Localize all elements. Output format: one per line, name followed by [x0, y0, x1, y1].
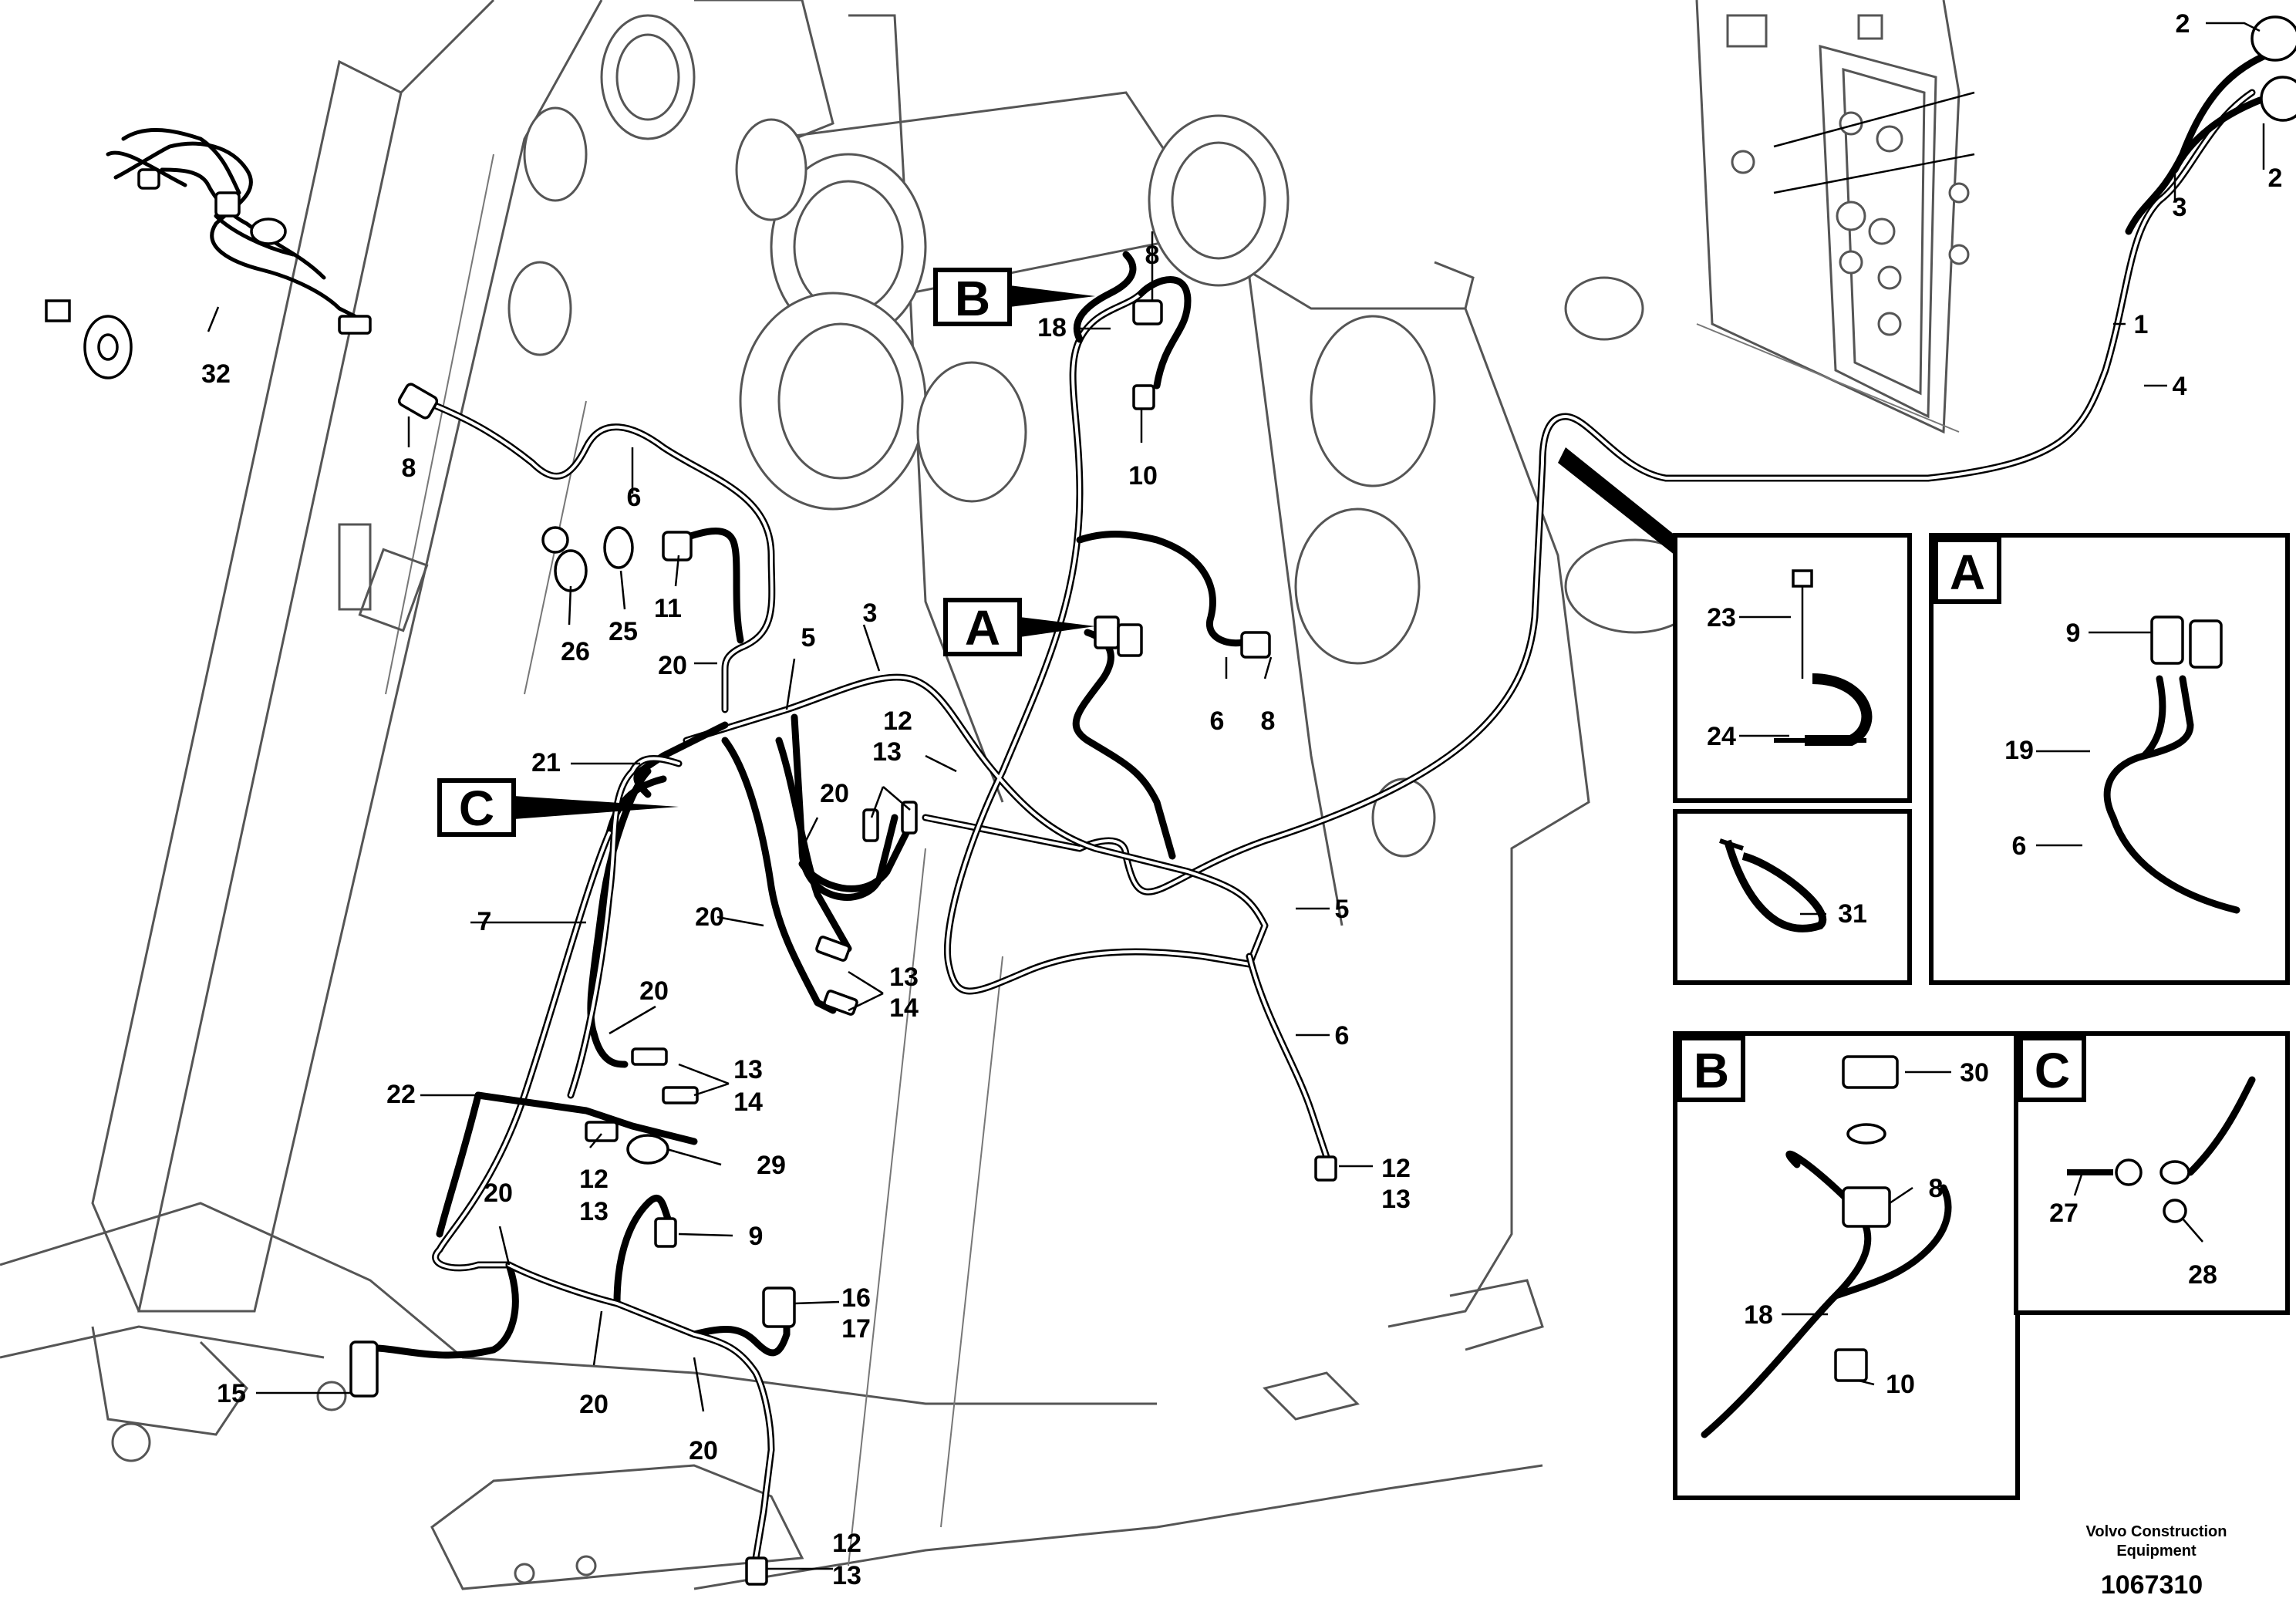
cab-panel-outline: [1695, 0, 1970, 434]
callout-12: 12: [832, 1529, 861, 1558]
detail-B-frame: [1673, 1031, 2020, 1500]
callout-20: 20: [579, 1390, 609, 1419]
view-label-A-detail: A: [1950, 545, 1985, 600]
brand-line-2: Equipment: [2116, 1543, 2197, 1560]
callout-20: 20: [820, 779, 849, 808]
view-label-B-main: B: [955, 271, 990, 326]
view-label-A-main: A: [965, 600, 1000, 656]
callout-29: 29: [757, 1151, 786, 1180]
callout-20: 20: [484, 1179, 513, 1208]
view-label-C-main: C: [459, 781, 494, 836]
callout-5: 5: [1335, 895, 1350, 924]
callout-2: 2: [2176, 9, 2190, 39]
callout-8: 8: [1145, 241, 1160, 270]
callout-21: 21: [531, 748, 561, 777]
callout-22: 22: [386, 1080, 416, 1109]
callout-8: 8: [402, 454, 416, 483]
drawing-number: 1067310: [2101, 1570, 2203, 1600]
detail-tie-frame: [1673, 809, 1912, 985]
detail-parts: [1701, 569, 2256, 1438]
callout-6: 6: [1335, 1021, 1350, 1050]
callout-2: 2: [2268, 164, 2283, 193]
callout-13: 13: [832, 1561, 861, 1590]
callout-28: 28: [2188, 1260, 2217, 1290]
callout-14: 14: [889, 993, 919, 1023]
callout-26: 26: [561, 637, 590, 666]
view-markers: B A C A B C: [437, 268, 2086, 1102]
callout-18: 18: [1744, 1300, 1773, 1330]
view-label-C-detail: C: [2035, 1043, 2070, 1098]
callout-20: 20: [639, 976, 669, 1006]
callout-24: 24: [1707, 722, 1736, 751]
callout-numbers: 32 8 6 26 25 11 20 5 3 12 13 21 20 7 20 …: [201, 9, 2282, 1590]
callout-5: 5: [801, 623, 816, 653]
callout-11: 11: [654, 594, 682, 623]
callout-14: 14: [733, 1088, 763, 1117]
callout-6: 6: [627, 483, 642, 512]
callout-12: 12: [1381, 1154, 1411, 1183]
callout-25: 25: [609, 617, 638, 646]
view-label-B-detail: B: [1694, 1043, 1729, 1098]
callout-12: 12: [883, 706, 912, 736]
machine-frame-outline: [0, 0, 1706, 1590]
callout-10: 10: [1128, 461, 1158, 491]
callout-6: 6: [1210, 706, 1225, 736]
callout-10: 10: [1886, 1370, 1915, 1399]
callout-8: 8: [1261, 706, 1276, 736]
callout-8: 8: [1929, 1174, 1944, 1203]
callout-7: 7: [477, 907, 492, 936]
callout-13: 13: [889, 963, 919, 992]
callout-16: 16: [841, 1283, 871, 1313]
callout-3: 3: [863, 599, 878, 628]
callout-12: 12: [579, 1165, 609, 1194]
callout-9: 9: [749, 1222, 764, 1251]
callout-19: 19: [2004, 736, 2034, 765]
callout-6: 6: [2012, 831, 2027, 861]
callout-32: 32: [201, 359, 231, 389]
callout-31: 31: [1838, 899, 1867, 929]
callout-18: 18: [1037, 313, 1067, 342]
callout-13: 13: [579, 1197, 609, 1226]
callout-20: 20: [658, 651, 687, 680]
callout-27: 27: [2049, 1199, 2079, 1228]
callout-13: 13: [733, 1055, 763, 1084]
leader-lines: [207, 22, 2265, 1570]
callout-17: 17: [841, 1314, 871, 1344]
callout-20: 20: [695, 902, 724, 932]
callout-13: 13: [872, 737, 902, 767]
callout-15: 15: [217, 1379, 246, 1408]
callout-13: 13: [1381, 1185, 1411, 1214]
callout-3: 3: [2173, 193, 2187, 222]
callout-20: 20: [689, 1436, 718, 1465]
callout-1: 1: [2134, 310, 2149, 339]
callout-23: 23: [1707, 603, 1736, 632]
callout-4: 4: [2173, 372, 2187, 401]
callout-30: 30: [1960, 1058, 1989, 1088]
callout-9: 9: [2066, 619, 2081, 648]
brand-line-1: Volvo Construction: [2086, 1523, 2227, 1540]
connectors: [45, 15, 2296, 1586]
footer: Volvo Construction Equipment 1067310: [2086, 1523, 2227, 1600]
